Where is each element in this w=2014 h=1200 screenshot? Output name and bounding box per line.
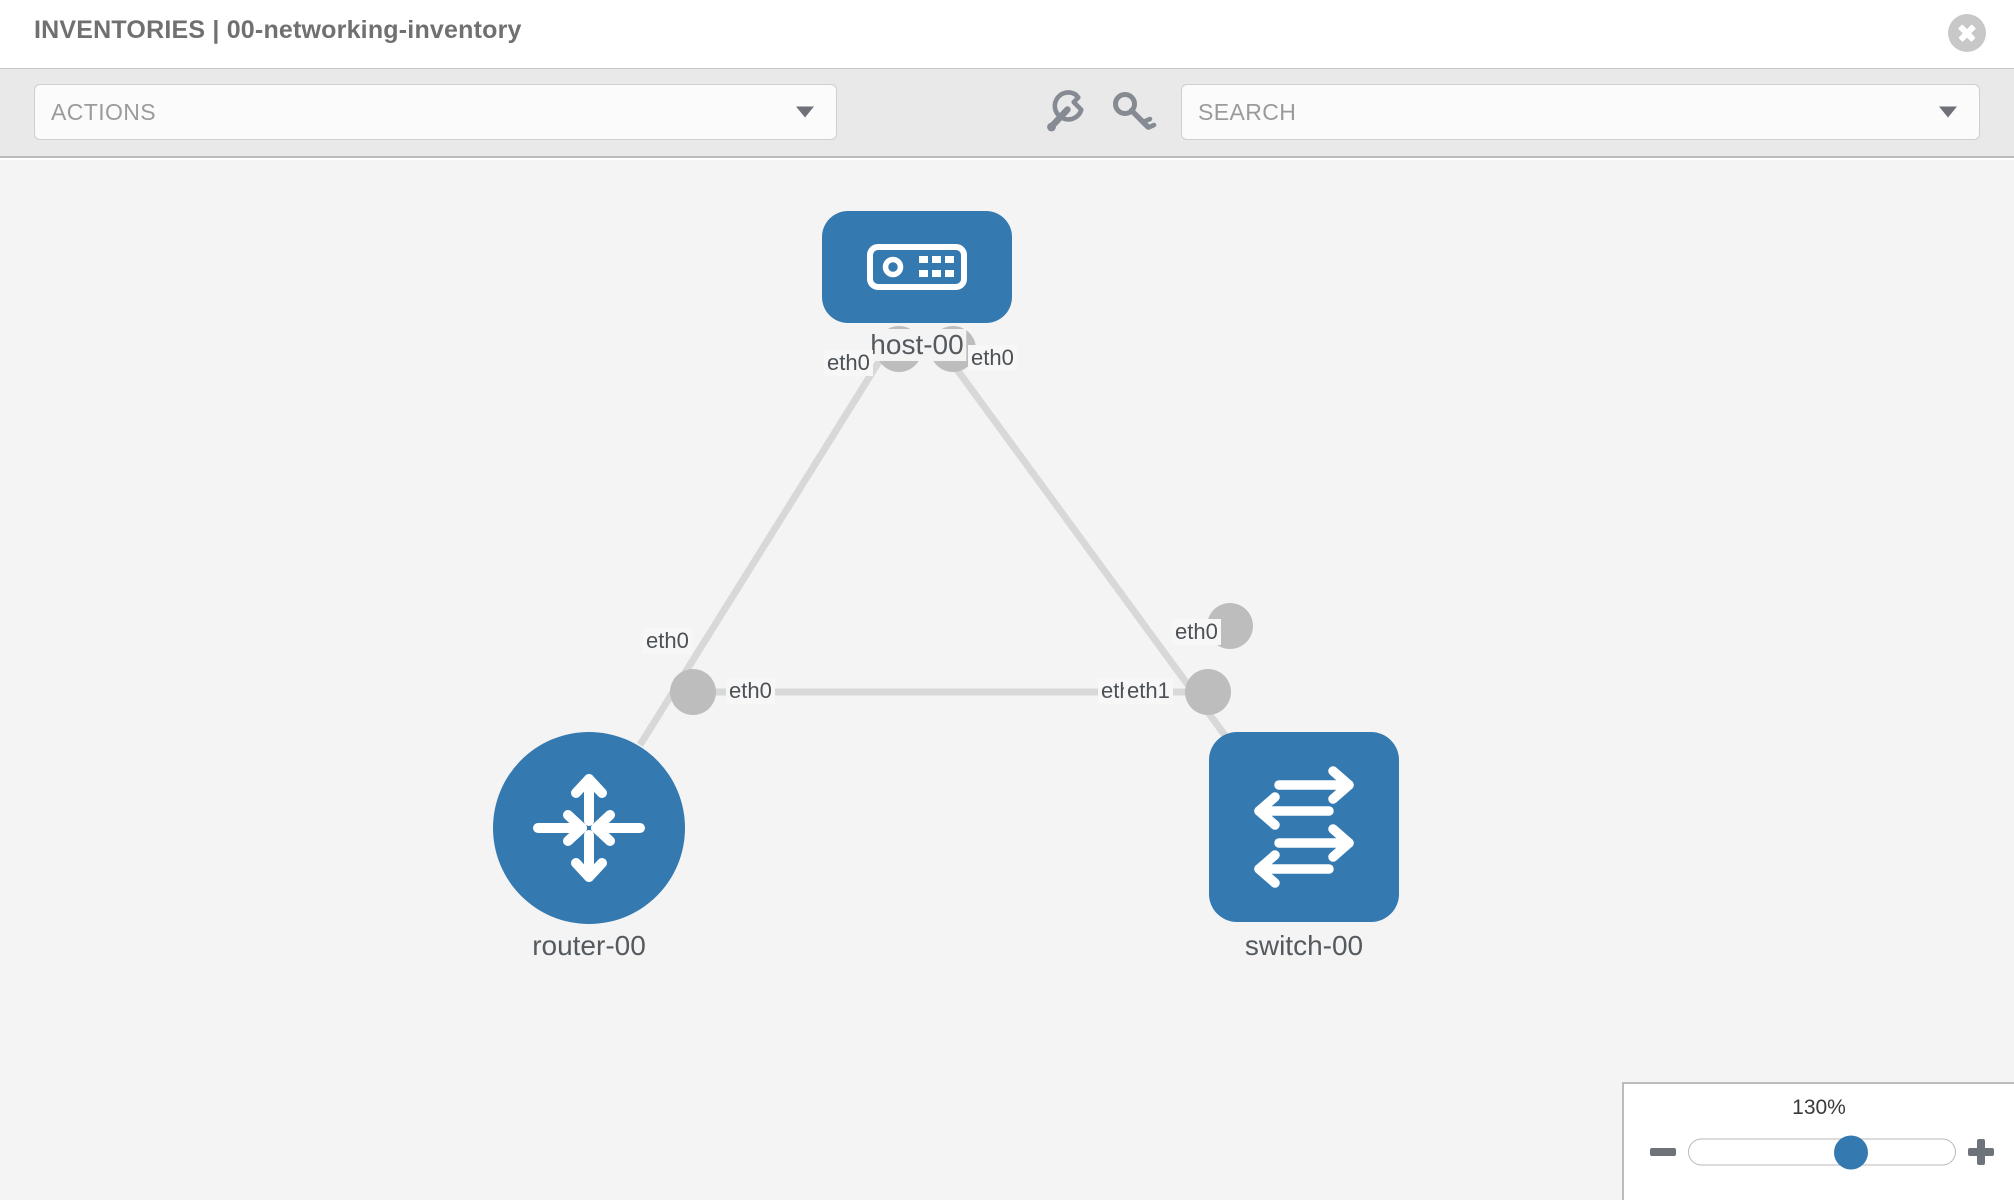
wrench-icon[interactable] [1040, 85, 1092, 139]
node-switch-00-shape [1209, 732, 1399, 922]
key-icon[interactable] [1107, 85, 1159, 139]
plus-icon[interactable] [1964, 1135, 1998, 1169]
node-router-00-shape [493, 732, 685, 924]
chevron-down-icon[interactable] [1939, 106, 1957, 118]
zoom-slider-handle[interactable] [1834, 1135, 1869, 1169]
minus-icon[interactable] [1646, 1135, 1680, 1169]
port-router-right [670, 669, 716, 715]
topology-canvas[interactable]: host-00 [0, 160, 2014, 1200]
search-placeholder: SEARCH [1198, 99, 1297, 125]
node-switch-00-label: switch-00 [1241, 930, 1367, 962]
edge-label-switch-up: eth0 [1172, 619, 1221, 645]
toolbar: ACTIONS SEARCH [0, 68, 2014, 158]
node-host-00[interactable]: host-00 [822, 211, 1012, 361]
zoom-control-panel: 130% [1622, 1082, 2014, 1200]
node-router-00[interactable]: router-00 [493, 732, 685, 962]
chevron-down-icon [796, 106, 814, 118]
node-router-00-label: router-00 [529, 930, 649, 962]
server-icon [867, 244, 967, 290]
actions-dropdown[interactable]: ACTIONS [34, 84, 837, 140]
edge-label-router-right: eth0 [726, 678, 775, 704]
port-switch-left [1185, 669, 1231, 715]
node-host-00-label: host-00 [867, 329, 967, 361]
page-title: INVENTORIES | 00-networking-inventory [34, 16, 522, 44]
node-host-00-shape [822, 211, 1012, 323]
zoom-slider-track[interactable] [1688, 1135, 1956, 1169]
edge-host-switch [947, 357, 1235, 748]
node-switch-00[interactable]: switch-00 [1209, 732, 1399, 962]
title-bar: INVENTORIES | 00-networking-inventory [0, 0, 2014, 68]
zoom-level-value: 130% [1792, 1096, 1846, 1119]
edge-label-router-up: eth0 [643, 628, 692, 654]
search-input[interactable]: SEARCH [1181, 84, 1980, 140]
close-icon[interactable] [1948, 14, 1986, 52]
switch-arrows-icon [1254, 766, 1354, 888]
router-arrows-icon [533, 774, 645, 882]
edge-label-switch-left: eth1 [1124, 678, 1173, 704]
edge-label-host-right: eth0 [968, 345, 1017, 371]
edge-label-host-left: eth0 [824, 350, 873, 376]
zoom-control-row [1624, 1132, 2014, 1172]
actions-dropdown-label: ACTIONS [51, 99, 157, 125]
